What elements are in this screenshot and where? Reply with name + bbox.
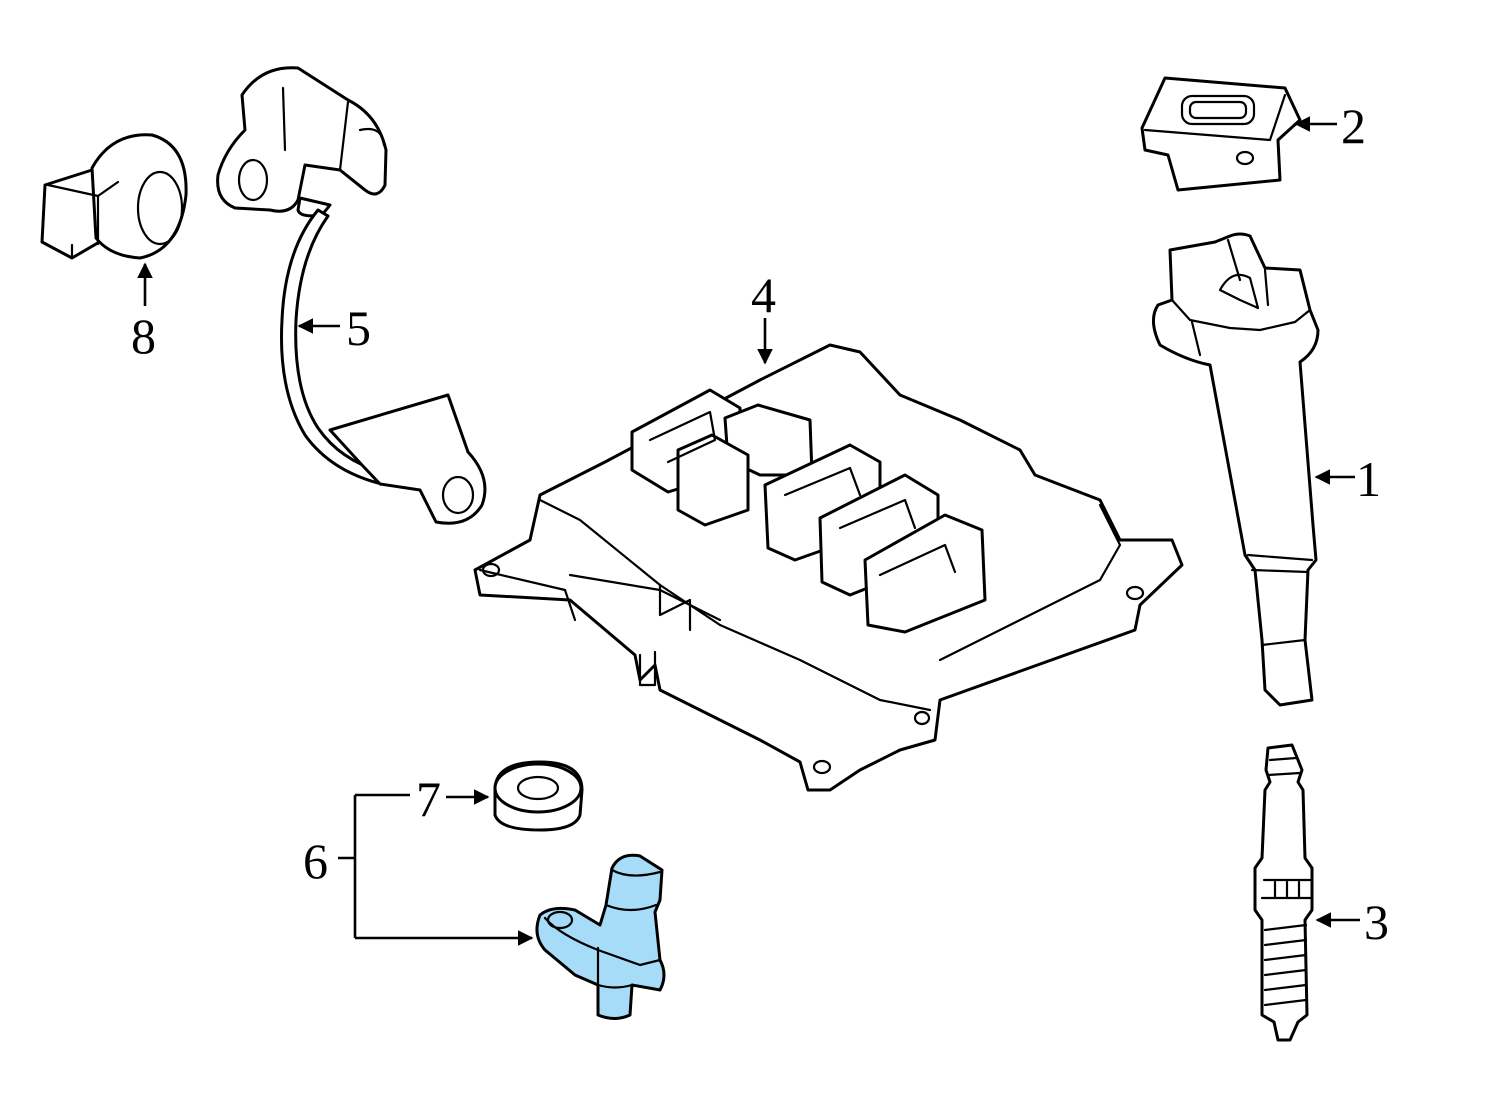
leader-6-bracket (338, 793, 530, 940)
callout-3: 3 (1364, 894, 1389, 950)
callout-6: 6 (303, 833, 328, 889)
engine-control-module-part[interactable] (473, 343, 1184, 792)
ignition-coil-part[interactable] (1152, 232, 1320, 707)
callout-numbers: 1 2 3 4 5 6 7 8 (131, 98, 1389, 950)
callout-4: 4 (751, 267, 776, 323)
callout-8: 8 (131, 308, 156, 364)
callout-7: 7 (416, 771, 441, 827)
crankshaft-sensor-part[interactable] (216, 66, 487, 525)
callout-1: 1 (1356, 451, 1381, 507)
seal-ring-part[interactable] (493, 760, 584, 832)
callout-2: 2 (1341, 98, 1366, 154)
leader-lines (137, 116, 1360, 946)
callout-5: 5 (346, 300, 371, 356)
knock-sensor-part[interactable] (40, 133, 188, 260)
ignition-bracket-part[interactable] (1140, 76, 1302, 192)
spark-plug-part[interactable] (1253, 743, 1314, 1042)
camshaft-sensor-part[interactable] (535, 853, 666, 1020)
